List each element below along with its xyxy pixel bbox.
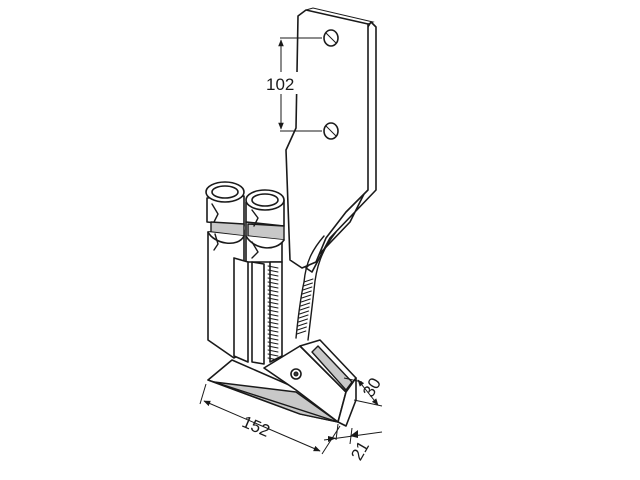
shank-hatch-line <box>298 318 308 323</box>
tube-hatch-line <box>267 321 279 325</box>
tube-hatch-line <box>267 293 279 297</box>
tube-hatch-line <box>267 317 279 321</box>
shank-hatch-line <box>302 282 313 287</box>
tube-hatch-line <box>267 349 279 353</box>
shank-hatch-line <box>301 290 312 295</box>
tube-hatch-line <box>267 277 279 281</box>
tube-hatch-line <box>267 313 279 317</box>
tube-hatch-line <box>267 269 279 273</box>
dim-label-tip-height: 30 <box>359 375 385 401</box>
tube-hatch-line <box>267 329 279 333</box>
tube-hatch-line <box>267 309 279 313</box>
shank-hatch-line <box>300 298 311 303</box>
shank-hatch-line <box>303 278 314 283</box>
dim-label-blade-length: 152 <box>239 412 273 441</box>
shank-hatch-line <box>297 322 308 327</box>
tube-hatch-line <box>267 325 279 329</box>
tube-hatch-line <box>267 297 279 301</box>
tube-hatch-line <box>267 341 279 345</box>
tube-hatch-line <box>267 301 279 305</box>
dim-tip-width: 21 <box>323 423 383 464</box>
dim-label-hole-spacing: 102 <box>266 75 294 94</box>
tube-hatch-line <box>267 265 279 269</box>
dim-label-tip-width: 21 <box>347 438 373 464</box>
shank-hatch-line <box>299 310 310 315</box>
tube-hatch-line <box>267 281 279 285</box>
tube-hatch-line <box>267 345 279 349</box>
shank-hatch-line <box>296 330 307 335</box>
seed-tube-right <box>245 189 285 263</box>
shank-hatch-line <box>296 326 307 331</box>
tube-hatch-line <box>267 337 279 341</box>
tube-hatch-line <box>267 353 279 357</box>
mounting-plate <box>285 7 377 273</box>
tube-hatch-line <box>267 285 279 289</box>
tube-hatch-line <box>267 289 279 293</box>
dim-hole-spacing: 102 <box>262 37 322 132</box>
shank-hatch-line <box>301 294 312 299</box>
tube-body <box>233 257 283 365</box>
tube-hatch-line <box>267 273 279 277</box>
shank-hatch-line <box>300 302 311 307</box>
tube-hatch-line <box>267 333 279 337</box>
shank-hatch-line <box>299 306 310 311</box>
shank-hatch-line <box>298 314 309 319</box>
tube-hatch-line <box>267 305 279 309</box>
shank-hatch-line <box>302 286 313 291</box>
curved-shank <box>295 231 337 341</box>
